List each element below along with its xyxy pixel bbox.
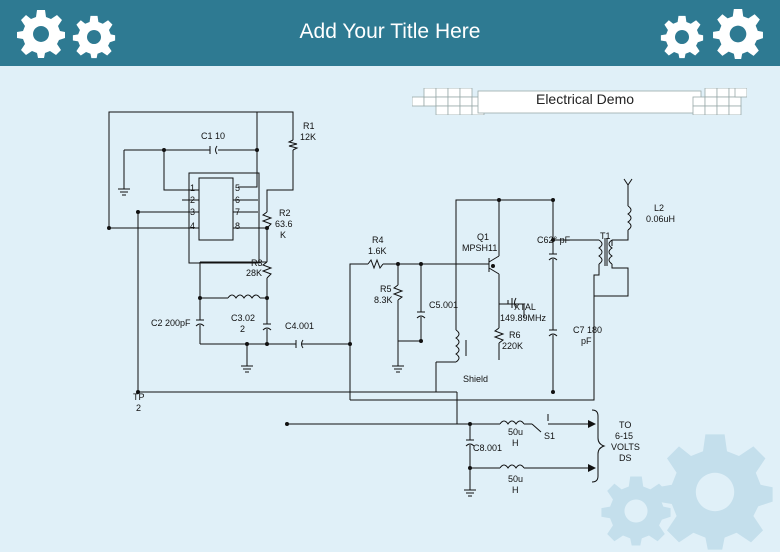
r2-value: 63.6 <box>275 219 293 229</box>
r4-label: R4 <box>372 235 384 245</box>
junction <box>265 342 269 346</box>
q1-label: Q1 <box>477 232 489 242</box>
arrowhead <box>588 420 596 428</box>
junction <box>245 342 249 346</box>
r2-label: R2 <box>279 208 291 218</box>
junction <box>396 262 400 266</box>
to-label-3: VOLTS <box>611 442 640 452</box>
c1-label: C1 10 <box>201 131 225 141</box>
junction <box>265 296 269 300</box>
gear-icon <box>657 434 773 550</box>
r6-value: 220K <box>502 341 523 351</box>
junction <box>419 339 423 343</box>
r1-value: 12K <box>300 132 316 142</box>
r4-value: 1.6K <box>368 246 387 256</box>
shield-label: Shield <box>463 374 488 384</box>
r2-unit: K <box>280 230 286 240</box>
pin-label: 7 <box>235 207 240 217</box>
junction <box>255 148 259 152</box>
c6-label: C62° pF <box>537 235 571 245</box>
r3-label: R3 <box>251 258 263 268</box>
l2-label: L2 <box>654 203 664 213</box>
junction <box>265 226 269 230</box>
junction <box>107 226 111 230</box>
xtal-label: XTAL <box>514 302 536 312</box>
l2-value: 0.06uH <box>646 214 675 224</box>
junction <box>285 422 289 426</box>
r1-label: R1 <box>303 121 315 131</box>
header-bar: Add Your Title Here <box>0 0 780 66</box>
junction <box>551 198 555 202</box>
to-label-1: TO <box>619 420 631 430</box>
tp-value: 2 <box>136 403 141 413</box>
r6-label: R6 <box>509 330 521 340</box>
c3-value: 2 <box>240 324 245 334</box>
junction <box>136 390 140 394</box>
junction <box>162 148 166 152</box>
c7-label: C7 180 <box>573 325 602 335</box>
c2-label: C2 200pF <box>151 318 191 328</box>
gear-icon <box>17 10 65 58</box>
s1-label: S1 <box>544 431 555 441</box>
ic-chip <box>198 177 234 241</box>
title-banner <box>412 88 747 115</box>
l4-value: 50u <box>508 427 523 437</box>
r5-label: R5 <box>380 284 392 294</box>
pin-label: 4 <box>190 221 195 231</box>
c5-label: C5.001 <box>429 300 458 310</box>
junction <box>551 390 555 394</box>
q1-value: MPSH11 <box>462 243 497 253</box>
junction <box>468 466 472 470</box>
gear-icon <box>72 15 116 59</box>
gear-icon <box>713 9 763 59</box>
c3-label: C3.02 <box>231 313 255 323</box>
r5-value: 8.3K <box>374 295 393 305</box>
pin-label: 5 <box>235 183 240 193</box>
gear-icon <box>601 476 671 546</box>
l3-unit: H <box>512 485 519 495</box>
junction <box>348 342 352 346</box>
pin-label: 8 <box>235 221 240 231</box>
pin-label: 1 <box>190 183 195 193</box>
banner-label: Electrical Demo <box>535 91 635 107</box>
junction <box>136 210 140 214</box>
pin-label: 6 <box>235 195 240 205</box>
l4-unit: H <box>512 438 519 448</box>
to-label-2: 6-15 <box>615 431 633 441</box>
c8-label: C8.001 <box>473 443 502 453</box>
l3-value: 50u <box>508 474 523 484</box>
pin-label: 3 <box>190 207 195 217</box>
junction <box>419 262 423 266</box>
c4-label: C4.001 <box>285 321 314 331</box>
pin-label: 2 <box>190 195 195 205</box>
page-title: Add Your Title Here <box>299 20 481 43</box>
r3-value: 28K <box>246 268 262 278</box>
tp-label: TP <box>133 392 145 402</box>
gear-icon <box>660 15 704 59</box>
junction <box>551 238 555 242</box>
junction <box>497 198 501 202</box>
junction <box>468 422 472 426</box>
xtal-value: 149.89MHz <box>500 313 547 323</box>
junction <box>198 296 202 300</box>
t1-label: T1 <box>600 231 611 241</box>
c7-value: pF <box>581 336 592 346</box>
ic-outline <box>188 172 260 264</box>
to-label-4: DS <box>619 453 632 463</box>
arrowhead <box>588 464 596 472</box>
